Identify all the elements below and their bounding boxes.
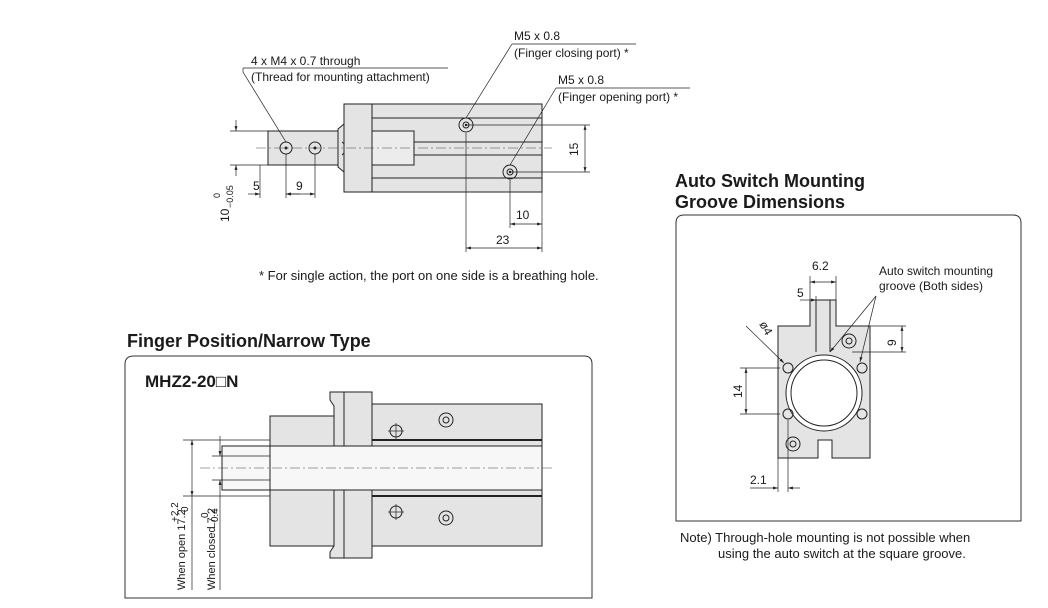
groove-callout-line2: groove (Both sides) (879, 279, 983, 293)
dim-phi4: ø4 (756, 319, 775, 338)
dim-open-lower: 0 (180, 506, 191, 512)
groove-callout-line1: Auto switch mounting (879, 264, 993, 278)
mount-hole-tr (841, 333, 857, 349)
groove-heading-line1: Auto Switch Mounting (675, 171, 865, 191)
port-hole (438, 412, 454, 428)
dim-closed-lower: −0.4 (210, 508, 221, 528)
groove-note-line1: Note) Through-hole mounting is not possi… (680, 530, 970, 545)
callout-closing-thread: M5 x 0.8 (514, 29, 560, 43)
mount-hole-bl (785, 436, 801, 452)
dim-open-upper: +2.2 (170, 502, 181, 522)
groove-circle (856, 362, 868, 374)
callout-mount-thread: 4 x M4 x 0.7 through (251, 54, 360, 68)
groove-circle (856, 408, 868, 420)
dim-6-2: 6.2 (812, 259, 829, 273)
dim-15: 15 (567, 142, 581, 156)
callout-mount-note: (Thread for mounting attachment) (251, 70, 430, 84)
dim-closed-label: When closed 7.2 (206, 508, 218, 590)
dim-10-tol-base: 10 (218, 208, 232, 222)
dim-9: 9 (296, 179, 303, 193)
groove-section-frame (675, 214, 1022, 522)
top-view-drawing (230, 43, 690, 252)
dim-open-label: When open 17.2 (176, 509, 188, 590)
finger-section-heading: Finger Position/Narrow Type (127, 331, 371, 351)
groove-note-line2: using the auto switch at the square groo… (718, 546, 966, 561)
groove-circle (782, 362, 794, 374)
dim-23: 23 (496, 233, 510, 247)
groove-circle (782, 408, 794, 420)
model-label: MHZ2-20□N (145, 372, 238, 391)
groove-heading-line2: Groove Dimensions (675, 192, 845, 212)
dim-9-groove: 9 (885, 339, 899, 346)
dim-closed-upper: 0 (200, 512, 211, 518)
dim-5: 5 (253, 179, 260, 193)
footnote: * For single action, the port on one sid… (259, 268, 599, 283)
port-hole (388, 423, 404, 439)
port-hole (388, 504, 404, 520)
port-hole (438, 510, 454, 526)
dim-14: 14 (731, 384, 745, 398)
callout-opening-note: (Finger opening port) * (558, 90, 678, 104)
dim-2-1: 2.1 (750, 473, 767, 487)
dim-10: 10 (516, 208, 530, 222)
groove-cross-section (740, 276, 906, 492)
dim-5-groove: 5 (797, 286, 804, 300)
narrow-type-drawing (183, 391, 552, 590)
dim-10-tol-upper: 0 (212, 193, 222, 198)
callout-closing-note: (Finger closing port) * (514, 46, 629, 60)
callout-opening-thread: M5 x 0.8 (558, 73, 604, 87)
dim-10-tol-lower: −0.05 (225, 185, 235, 208)
finger-section-frame (124, 355, 593, 599)
